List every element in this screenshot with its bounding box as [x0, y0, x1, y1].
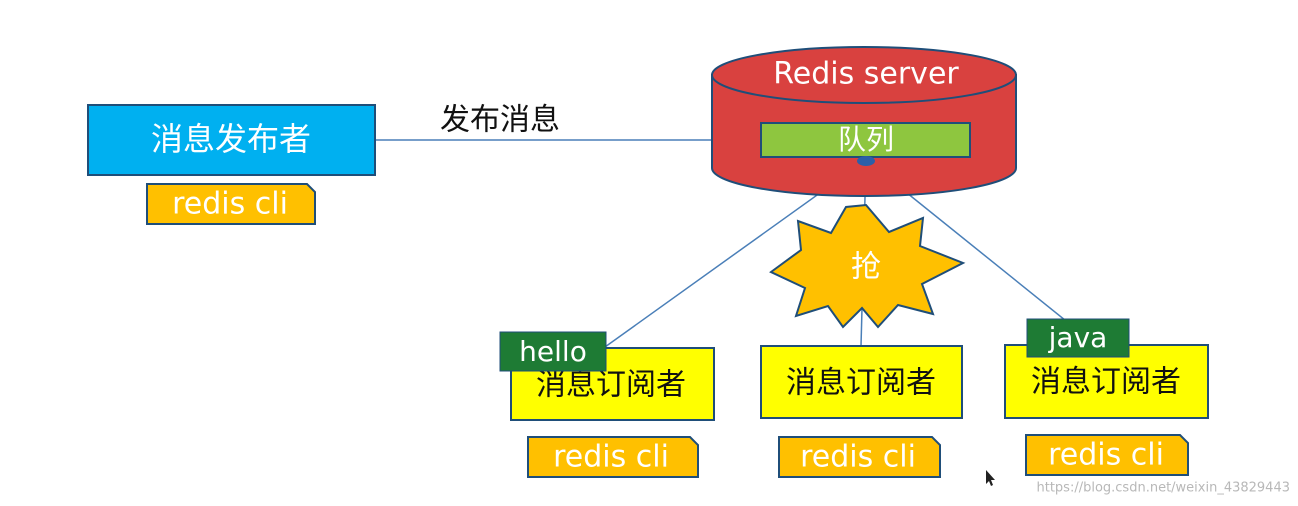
mouse-cursor-icon	[986, 470, 995, 486]
subscriber-client-tag-3	[1025, 434, 1189, 476]
subscriber-client-label-1: redis cli	[553, 440, 669, 475]
subscriber-client-tag-2	[778, 436, 941, 478]
subscriber-label-2: 消息订阅者	[786, 366, 936, 401]
publisher-label: 消息发布者	[151, 120, 311, 158]
contention-burst	[769, 203, 966, 329]
subscriber-client-label-3: redis cli	[1048, 438, 1164, 473]
publisher-client-label: redis cli	[172, 187, 288, 222]
subscriber-label-1: 消息订阅者	[536, 368, 686, 403]
contention-label: 抢	[851, 250, 881, 285]
publisher-box	[87, 104, 376, 176]
queue-outlet-dot	[857, 156, 875, 166]
subscriber-message-3: java	[1048, 321, 1108, 354]
publisher-client-tag	[146, 183, 316, 225]
publish-edge-label: 发布消息	[440, 103, 560, 138]
server-cylinder-top	[711, 46, 1017, 104]
subscriber-message-badge-3	[1026, 318, 1130, 358]
subscriber-client-tag-1	[527, 436, 699, 478]
subscriber-label-3: 消息订阅者	[1031, 365, 1181, 400]
subscriber-client-label-2: redis cli	[800, 440, 916, 475]
subscriber-box-2	[760, 345, 963, 419]
subscriber-message-badge-1	[499, 331, 607, 372]
subscriber-message-1: hello	[519, 335, 587, 368]
queue-label: 队列	[838, 123, 894, 156]
server-label: Redis server	[773, 57, 959, 92]
watermark-text: https://blog.csdn.net/weixin_43829443	[1036, 481, 1290, 496]
